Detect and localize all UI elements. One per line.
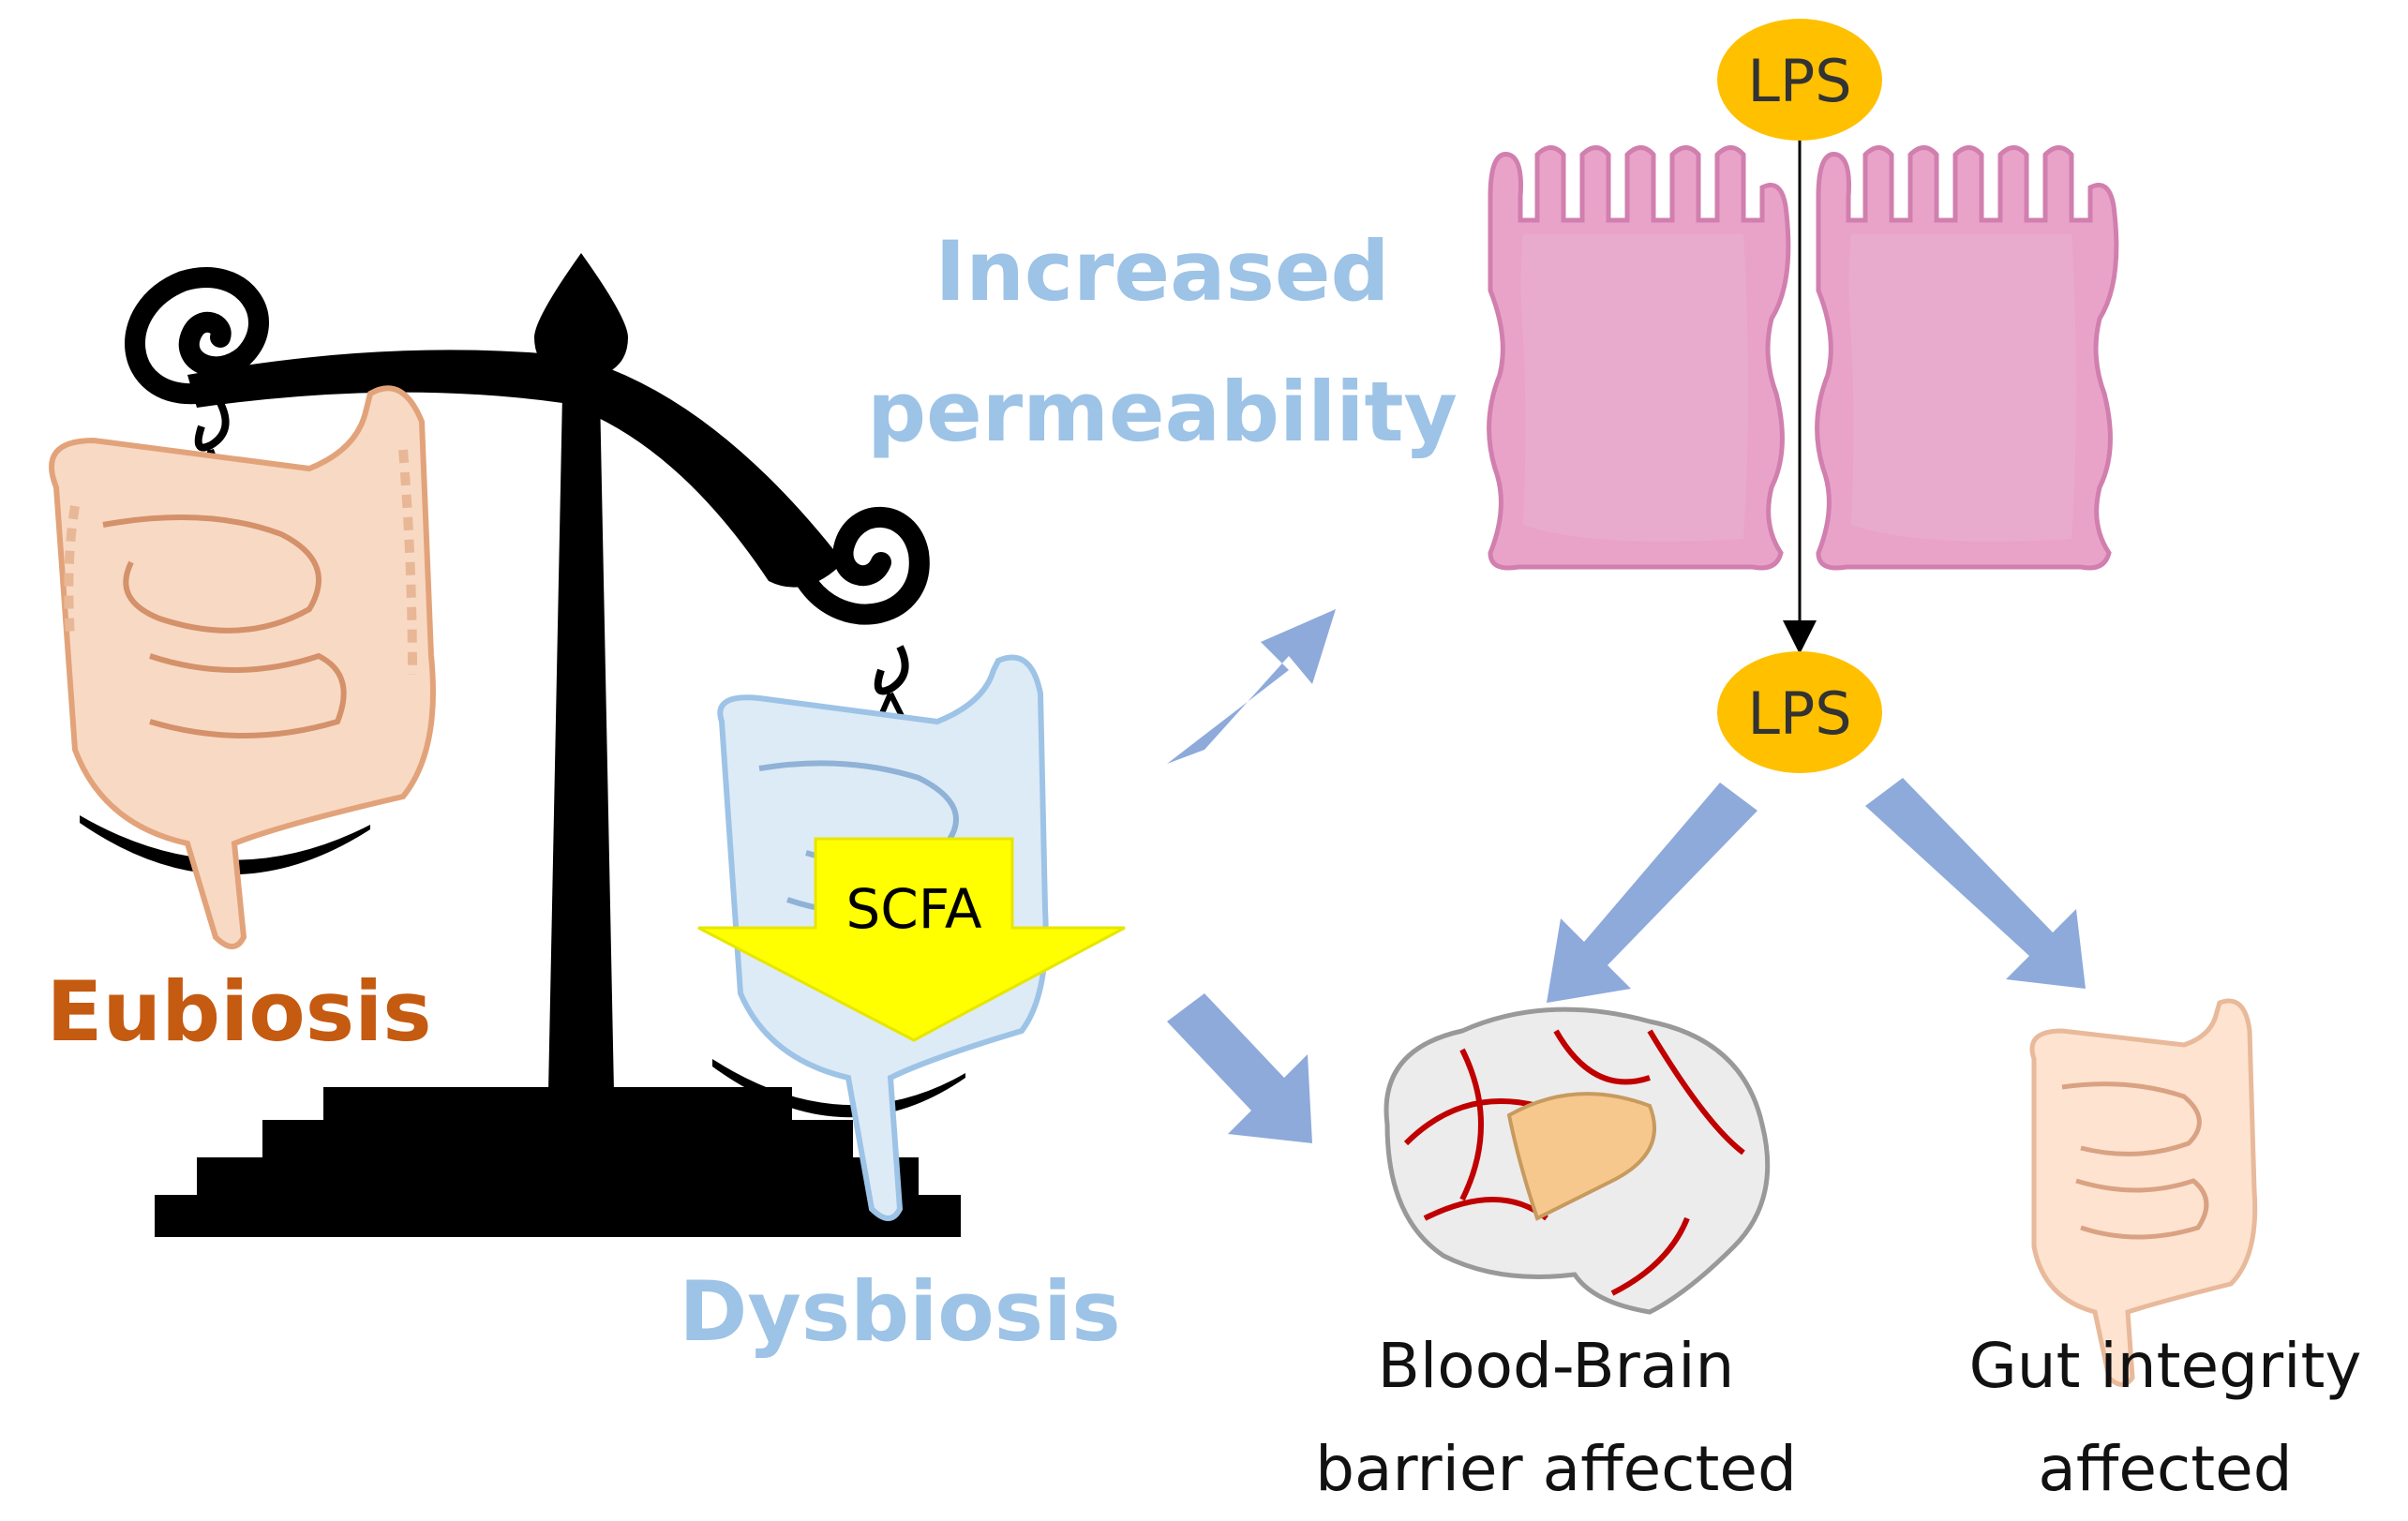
epithelial-cell-icon (1487, 145, 1791, 571)
intestine-icon (49, 385, 436, 949)
lps-mid-badge: LPS (1717, 651, 1882, 773)
lps-top-badge: LPS (1717, 19, 1882, 141)
intestine-icon (2029, 998, 2258, 1387)
lps-mid-label: LPS (1747, 679, 1851, 748)
gut-integrity-label-line1: Gut integrity (1969, 1330, 2362, 1402)
permeability-label-line2: permeability (867, 364, 1458, 460)
brain-icon (1383, 1007, 1771, 1315)
scfa-label: SCFA (845, 877, 981, 941)
scfa-down-arrow: SCFA (697, 837, 1126, 1042)
bbb-label-line1: Blood-Brain (1378, 1330, 1735, 1402)
permeability-label-line1: Increased (935, 223, 1389, 320)
arrow-icon (1167, 609, 2086, 1143)
eubiosis-label: Eubiosis (46, 963, 431, 1060)
bbb-label-line2: barrier affected (1315, 1433, 1797, 1505)
lps-top-label: LPS (1747, 47, 1851, 115)
epithelial-cell-icon (1815, 145, 2119, 571)
dysbiosis-label: Dysbiosis (679, 1263, 1120, 1360)
gut-integrity-label-line2: affected (2038, 1433, 2292, 1505)
